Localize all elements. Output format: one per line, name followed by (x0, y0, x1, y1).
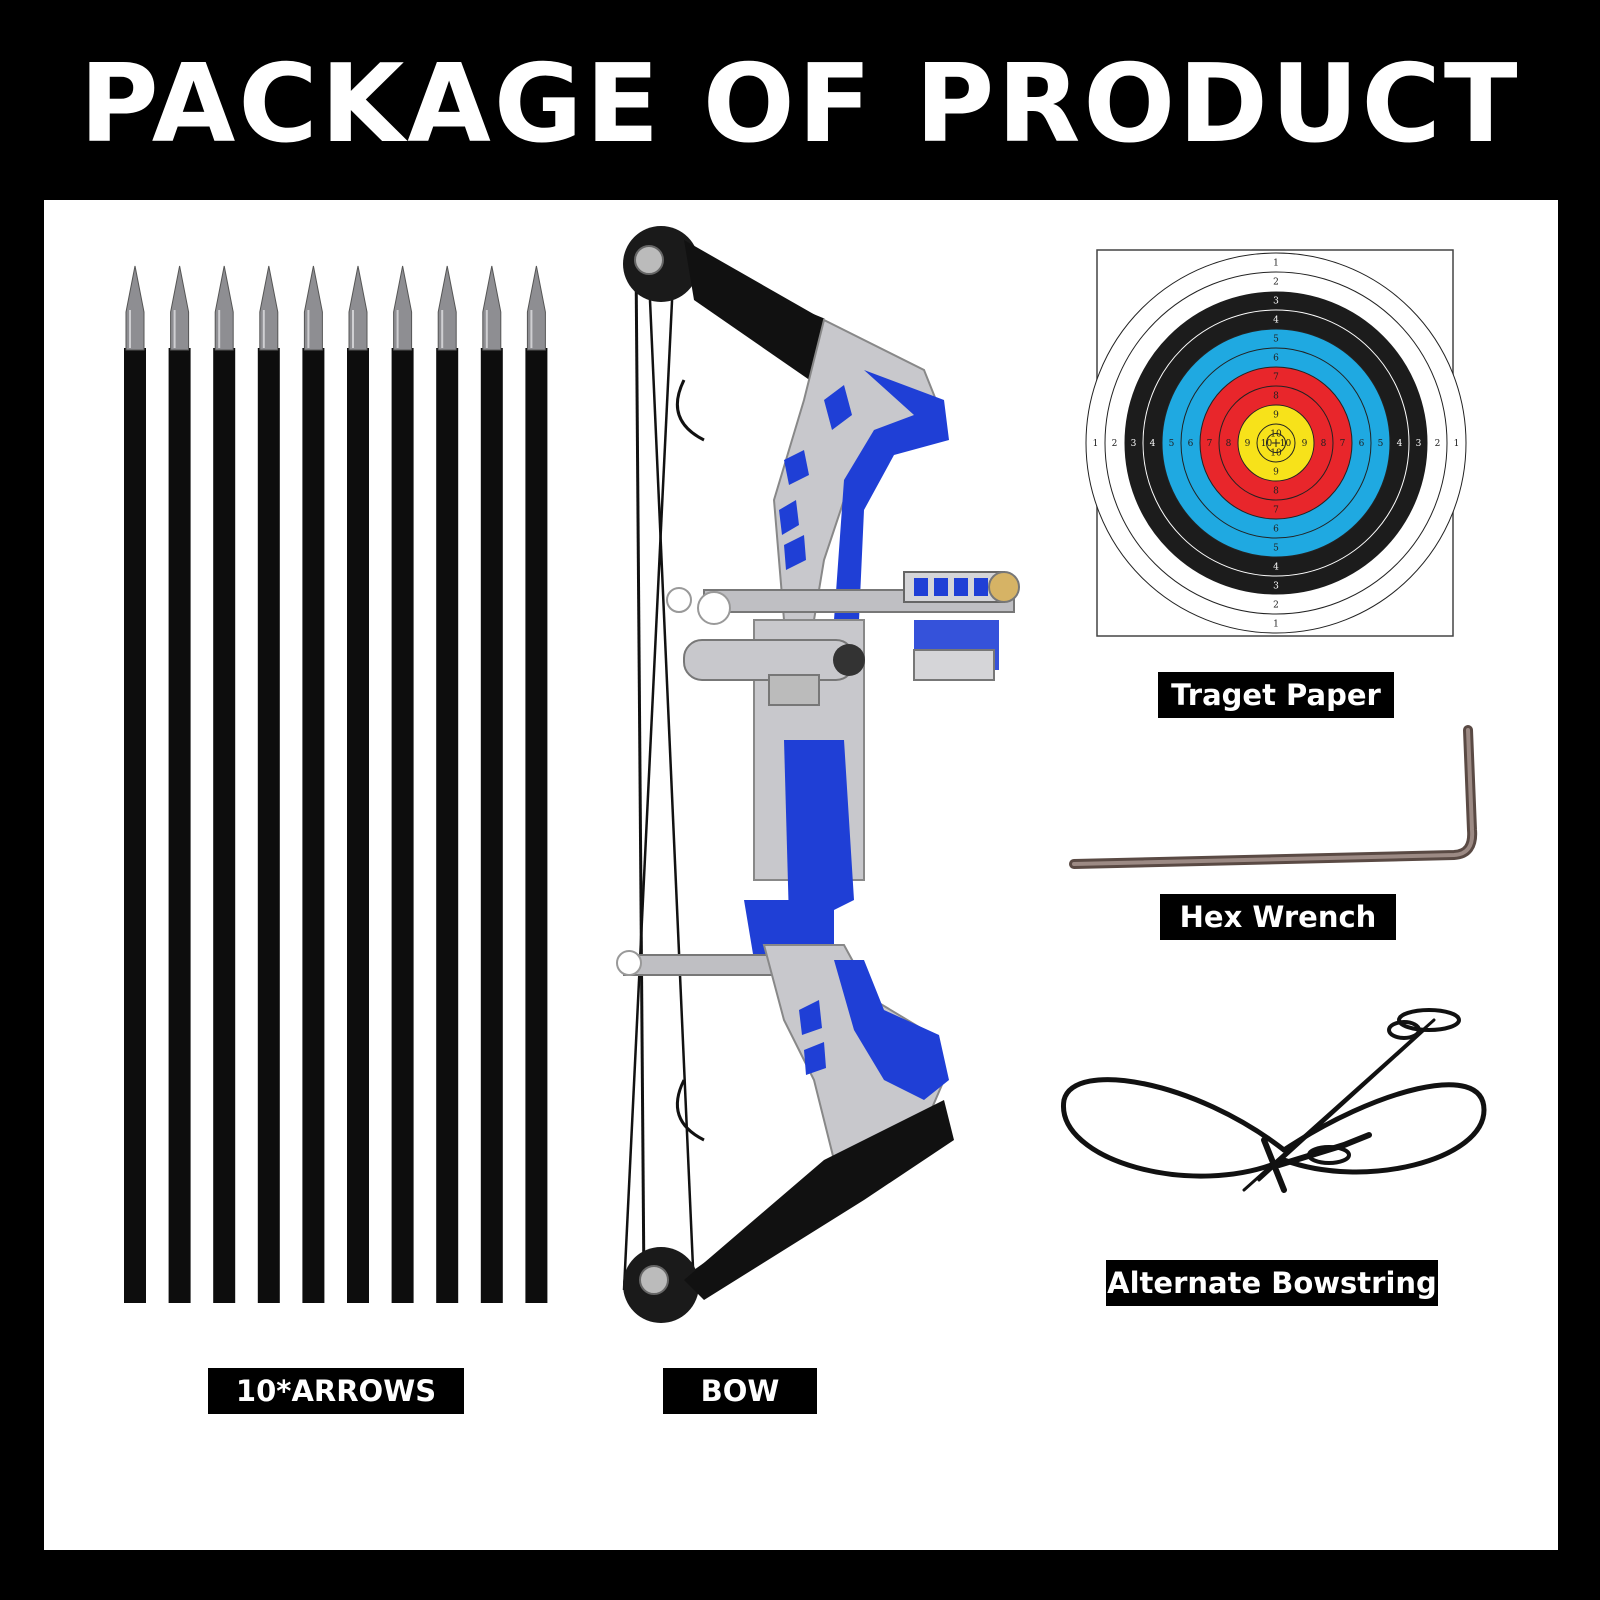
target-ring-number: 7 (1340, 439, 1346, 449)
hex-wrench-image (1069, 725, 1478, 869)
target-ring-number: 2 (1273, 601, 1279, 611)
target-ring-number: 7 (1273, 373, 1279, 383)
target-ring-number: 9 (1245, 439, 1251, 449)
target-inner-ten (1266, 433, 1286, 453)
target-ring-number: 2 (1112, 439, 1118, 449)
target-ring-number: 4 (1150, 439, 1156, 449)
arrow (213, 265, 236, 1303)
arrow (436, 265, 459, 1303)
hex-wrench-label: Hex Wrench (1160, 894, 1396, 940)
target-ring-number: 9 (1273, 468, 1279, 478)
target-ring-number: 3 (1273, 297, 1279, 307)
arrow (347, 265, 369, 1303)
target-ring-number: 3 (1416, 439, 1422, 449)
target-paper-label: Traget Paper (1158, 672, 1394, 718)
target-ring-number: 2 (1273, 278, 1279, 288)
arrow (302, 265, 325, 1303)
target-ring-number: 4 (1273, 316, 1279, 326)
target-ring-number: 4 (1273, 563, 1279, 573)
target-ring-number: 8 (1273, 392, 1279, 402)
bowstring-illustration (1061, 1008, 1487, 1193)
target-ring-number: 6 (1273, 525, 1279, 535)
target-ring-number: 3 (1273, 582, 1279, 592)
target-ring-number: 4 (1397, 439, 1403, 449)
hex-wrench-illustration (1069, 725, 1478, 869)
target-ring-number: 5 (1273, 544, 1279, 554)
target-ring-number: 9 (1302, 439, 1308, 449)
target-ring-number: 5 (1378, 439, 1384, 449)
bow-label: BOW (663, 1368, 817, 1414)
target-ring-number: 8 (1273, 487, 1279, 497)
target-ring-number: 5 (1169, 439, 1175, 449)
arrows-illustration (124, 265, 548, 1303)
target-ring-number: 10 (1270, 449, 1282, 459)
page-title: PACKAGE OF PRODUCT (79, 42, 1521, 167)
target-ring-number: 5 (1273, 335, 1279, 345)
arrow (525, 265, 548, 1303)
target-ring-number: 7 (1207, 439, 1213, 449)
target-ring-number: 10 (1261, 439, 1273, 449)
target-ring-number: 1 (1093, 439, 1099, 449)
target-ring-number: 2 (1435, 439, 1441, 449)
arrows-label: 10*ARROWS (208, 1368, 464, 1414)
target-ring-number: 9 (1273, 411, 1279, 421)
arrow (391, 265, 414, 1303)
target-ring-number: 8 (1321, 439, 1327, 449)
target-ring-number: 10 (1280, 439, 1292, 449)
target-ring-number: 6 (1359, 439, 1365, 449)
arrow (257, 265, 280, 1303)
target-ring-number: 6 (1273, 354, 1279, 364)
target-ring-number: 1 (1273, 620, 1279, 630)
arrow (480, 265, 503, 1303)
arrow (168, 265, 191, 1303)
bowstring-label: Alternate Bowstring (1106, 1260, 1438, 1306)
target-ring-number: 1 (1454, 439, 1460, 449)
arrow (124, 265, 146, 1303)
bowstring-image (1061, 1008, 1487, 1193)
bow-image (616, 226, 1020, 1323)
target-ring-number: 3 (1131, 439, 1137, 449)
target-ring-number: 10 (1270, 430, 1282, 440)
target-ring-number: 6 (1188, 439, 1194, 449)
target-ring-number: 1 (1273, 259, 1279, 269)
bow-illustration (616, 226, 1020, 1323)
target-ring-number: 8 (1226, 439, 1232, 449)
target-ring-number: 7 (1273, 506, 1279, 516)
